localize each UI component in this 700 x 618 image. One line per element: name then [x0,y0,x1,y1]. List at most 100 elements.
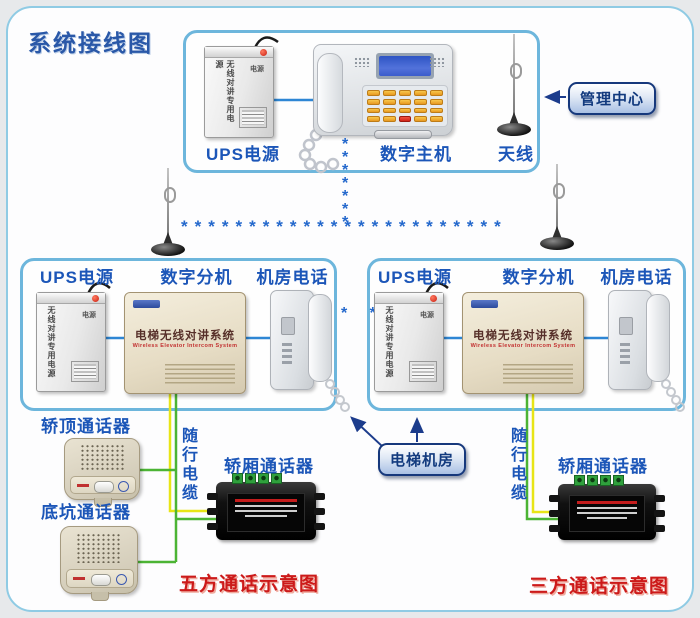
top-host-label: 数字主机 [380,145,452,164]
ups-power-text: 电源 [420,312,434,319]
host-key [430,90,443,96]
extension-model-sticker [471,300,498,308]
connector-tab [654,510,665,517]
connector-tab [549,510,560,517]
host-key [430,116,443,122]
page-title: 系统接线图 [28,30,153,56]
antenna-coil [553,182,565,199]
connector-tab [654,525,665,532]
top-ups-label: UPS电源 [206,145,280,164]
car-intercom-device-left [207,473,325,540]
wallphone-keys [282,343,292,365]
host-key [367,90,380,96]
connector-tab [207,508,218,515]
antenna-coil [510,62,522,79]
right-phone-label: 机房电话 [600,268,673,287]
host-keypad [362,85,448,127]
host-key [367,98,380,105]
traveling-cable-label-right: 随行电缆 [508,427,525,503]
antenna-coil [164,187,176,204]
wallphone-handset [308,294,332,382]
host-speaker-grille [354,57,370,67]
ups-top-panel [205,47,273,58]
intercom-call-button [93,480,114,493]
digital-host-device [313,44,453,139]
right-extension-label: 数字分机 [502,268,575,287]
wireless-trail-pair: * * [341,305,385,322]
host-handset [317,53,343,133]
left-ups-label: UPS电源 [40,268,114,287]
connector-tab [314,493,325,500]
intercom-led-ring [118,481,130,493]
host-key [398,116,412,122]
host-key [430,107,443,114]
host-label-bar [374,130,432,139]
antenna-base [540,237,574,250]
label-line [576,501,638,504]
five-party-caption: 五方通话示意图 [179,574,320,595]
label-line [586,517,628,519]
left-phone-label: 机房电话 [256,268,329,287]
connector-tab [314,523,325,530]
ups-vertical-text: 无线对讲专用电源 [385,306,394,378]
host-speaker-grille [429,57,445,67]
label-line [576,507,638,509]
ups-sticker [239,107,267,128]
extension-subtitle: Wireless Elevator Intercom System [470,343,576,349]
label-line [234,505,298,507]
intercom-grille [79,444,125,472]
host-key [382,90,396,96]
ups-sticker [409,361,437,382]
host-key [414,107,428,114]
car-top-intercom-device [64,438,140,507]
car-intercom-device-right [549,475,665,540]
ups-sticker [71,361,99,382]
machine-room-phone-right [608,290,670,390]
connector-tab [314,508,325,515]
antenna-cone [509,112,519,125]
antenna-base [151,243,185,256]
extension-device-left: 电梯无线对讲系统 Wireless Elevator Intercom Syst… [124,292,246,394]
pit-intercom-label: 底坑通话器 [41,503,131,522]
extension-model-sticker [133,300,160,308]
wireless-trail-vertical: * * * * * * * [342,136,349,231]
intercom-panel [70,476,136,494]
host-lcd-screen [379,56,431,76]
host-key [382,116,396,122]
connector-tab [549,495,560,502]
left-extension-label: 数字分机 [160,268,233,287]
antenna-cone [552,226,562,239]
connector-tab [207,493,218,500]
label-line [234,499,298,502]
host-key [367,107,380,114]
host-key [414,90,428,96]
label-line [245,515,287,517]
ups-top-panel [37,293,105,304]
device-label-plate [227,493,305,532]
host-key [414,98,428,105]
extension-subtitle: Wireless Elevator Intercom System [132,343,238,349]
ups-top-panel [375,293,443,304]
host-key [382,98,396,105]
car-station-label-left: 轿厢通话器 [224,457,314,476]
connector-tab [549,525,560,532]
antenna-cone [163,232,173,245]
car-top-intercom-label: 轿顶通话器 [41,417,131,436]
ups-device-top: 无线对讲专用电源 电源 [204,46,274,138]
wallphone-body [608,290,652,390]
host-key [382,107,396,114]
intercom-grille [76,532,122,564]
terminal-block [574,475,624,486]
ups-vertical-text: 无线对讲专用电源 [215,60,235,123]
three-party-caption: 三方通话示意图 [529,576,670,597]
antenna-base [497,123,531,136]
connector-tab [207,523,218,530]
ups-power-text: 电源 [82,312,96,319]
terminal-block [232,473,282,484]
host-key [398,107,412,114]
host-key [398,90,412,96]
extension-device-right: 电梯无线对讲系统 Wireless Elevator Intercom Syst… [462,292,584,394]
machine-room-tag: 电梯机房 [378,443,467,476]
host-key [414,116,428,122]
machine-room-phone-left [270,290,332,390]
